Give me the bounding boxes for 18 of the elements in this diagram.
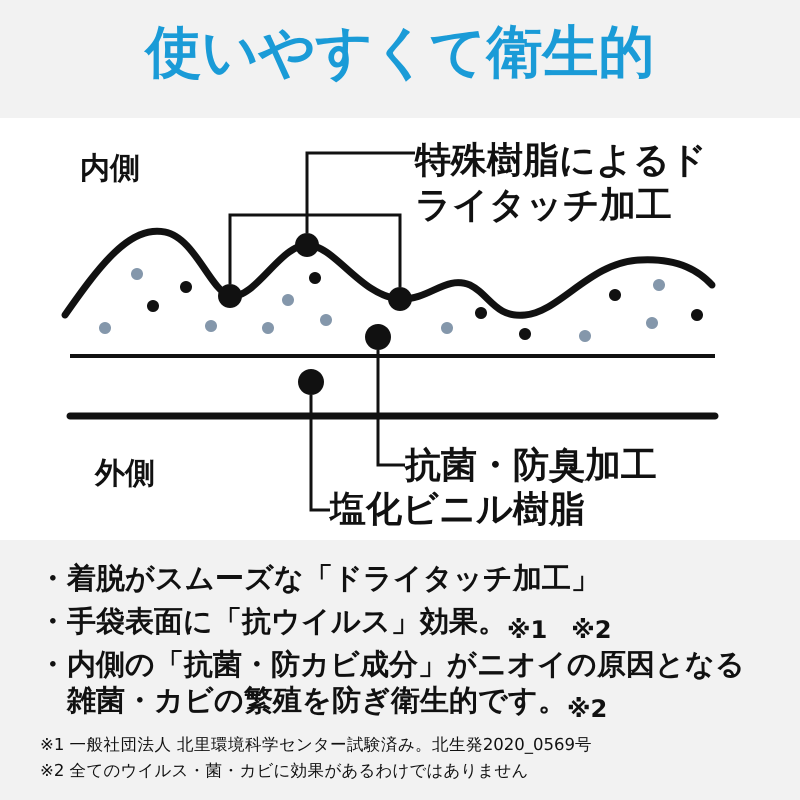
leader-line <box>310 395 330 512</box>
callout-text: 特殊樹脂によるドライタッチ加工 <box>415 138 735 228</box>
footnote-text: ※2 全てのウイルス・菌・カビに効果があるわけではありません <box>40 761 529 782</box>
dot-marker <box>298 369 324 395</box>
callout-text: 塩化ビニル樹脂 <box>330 487 630 532</box>
leader-line <box>376 350 405 466</box>
callout-text: 抗菌・防臭加工 <box>405 443 705 488</box>
dot-marker <box>218 284 242 308</box>
dot-marker <box>365 324 391 350</box>
bullet-text: ・内側の「抗菌・防カビ成分」がニオイの原因となる雑菌・カビの繁殖を防ぎ衛生的です。$_{※2}$ <box>38 646 746 724</box>
side-label: 外側 <box>95 455 155 492</box>
page-title: 使いやすくて衛生的 <box>143 19 656 87</box>
footnote-text: ※1 一般社団法人 北里環境科学センター試験済み。北生発2020_0569号 <box>40 735 592 756</box>
side-label: 内側 <box>80 150 140 188</box>
leader-line <box>306 152 415 287</box>
bullet-text: ・着脱がスムーズな「ドライタッチ加工」 <box>38 560 601 596</box>
dot-marker <box>295 233 319 257</box>
bullet-text: ・手袋表面に「抗ウイルス」効果。$_{※1 ※2}$ <box>38 603 613 645</box>
